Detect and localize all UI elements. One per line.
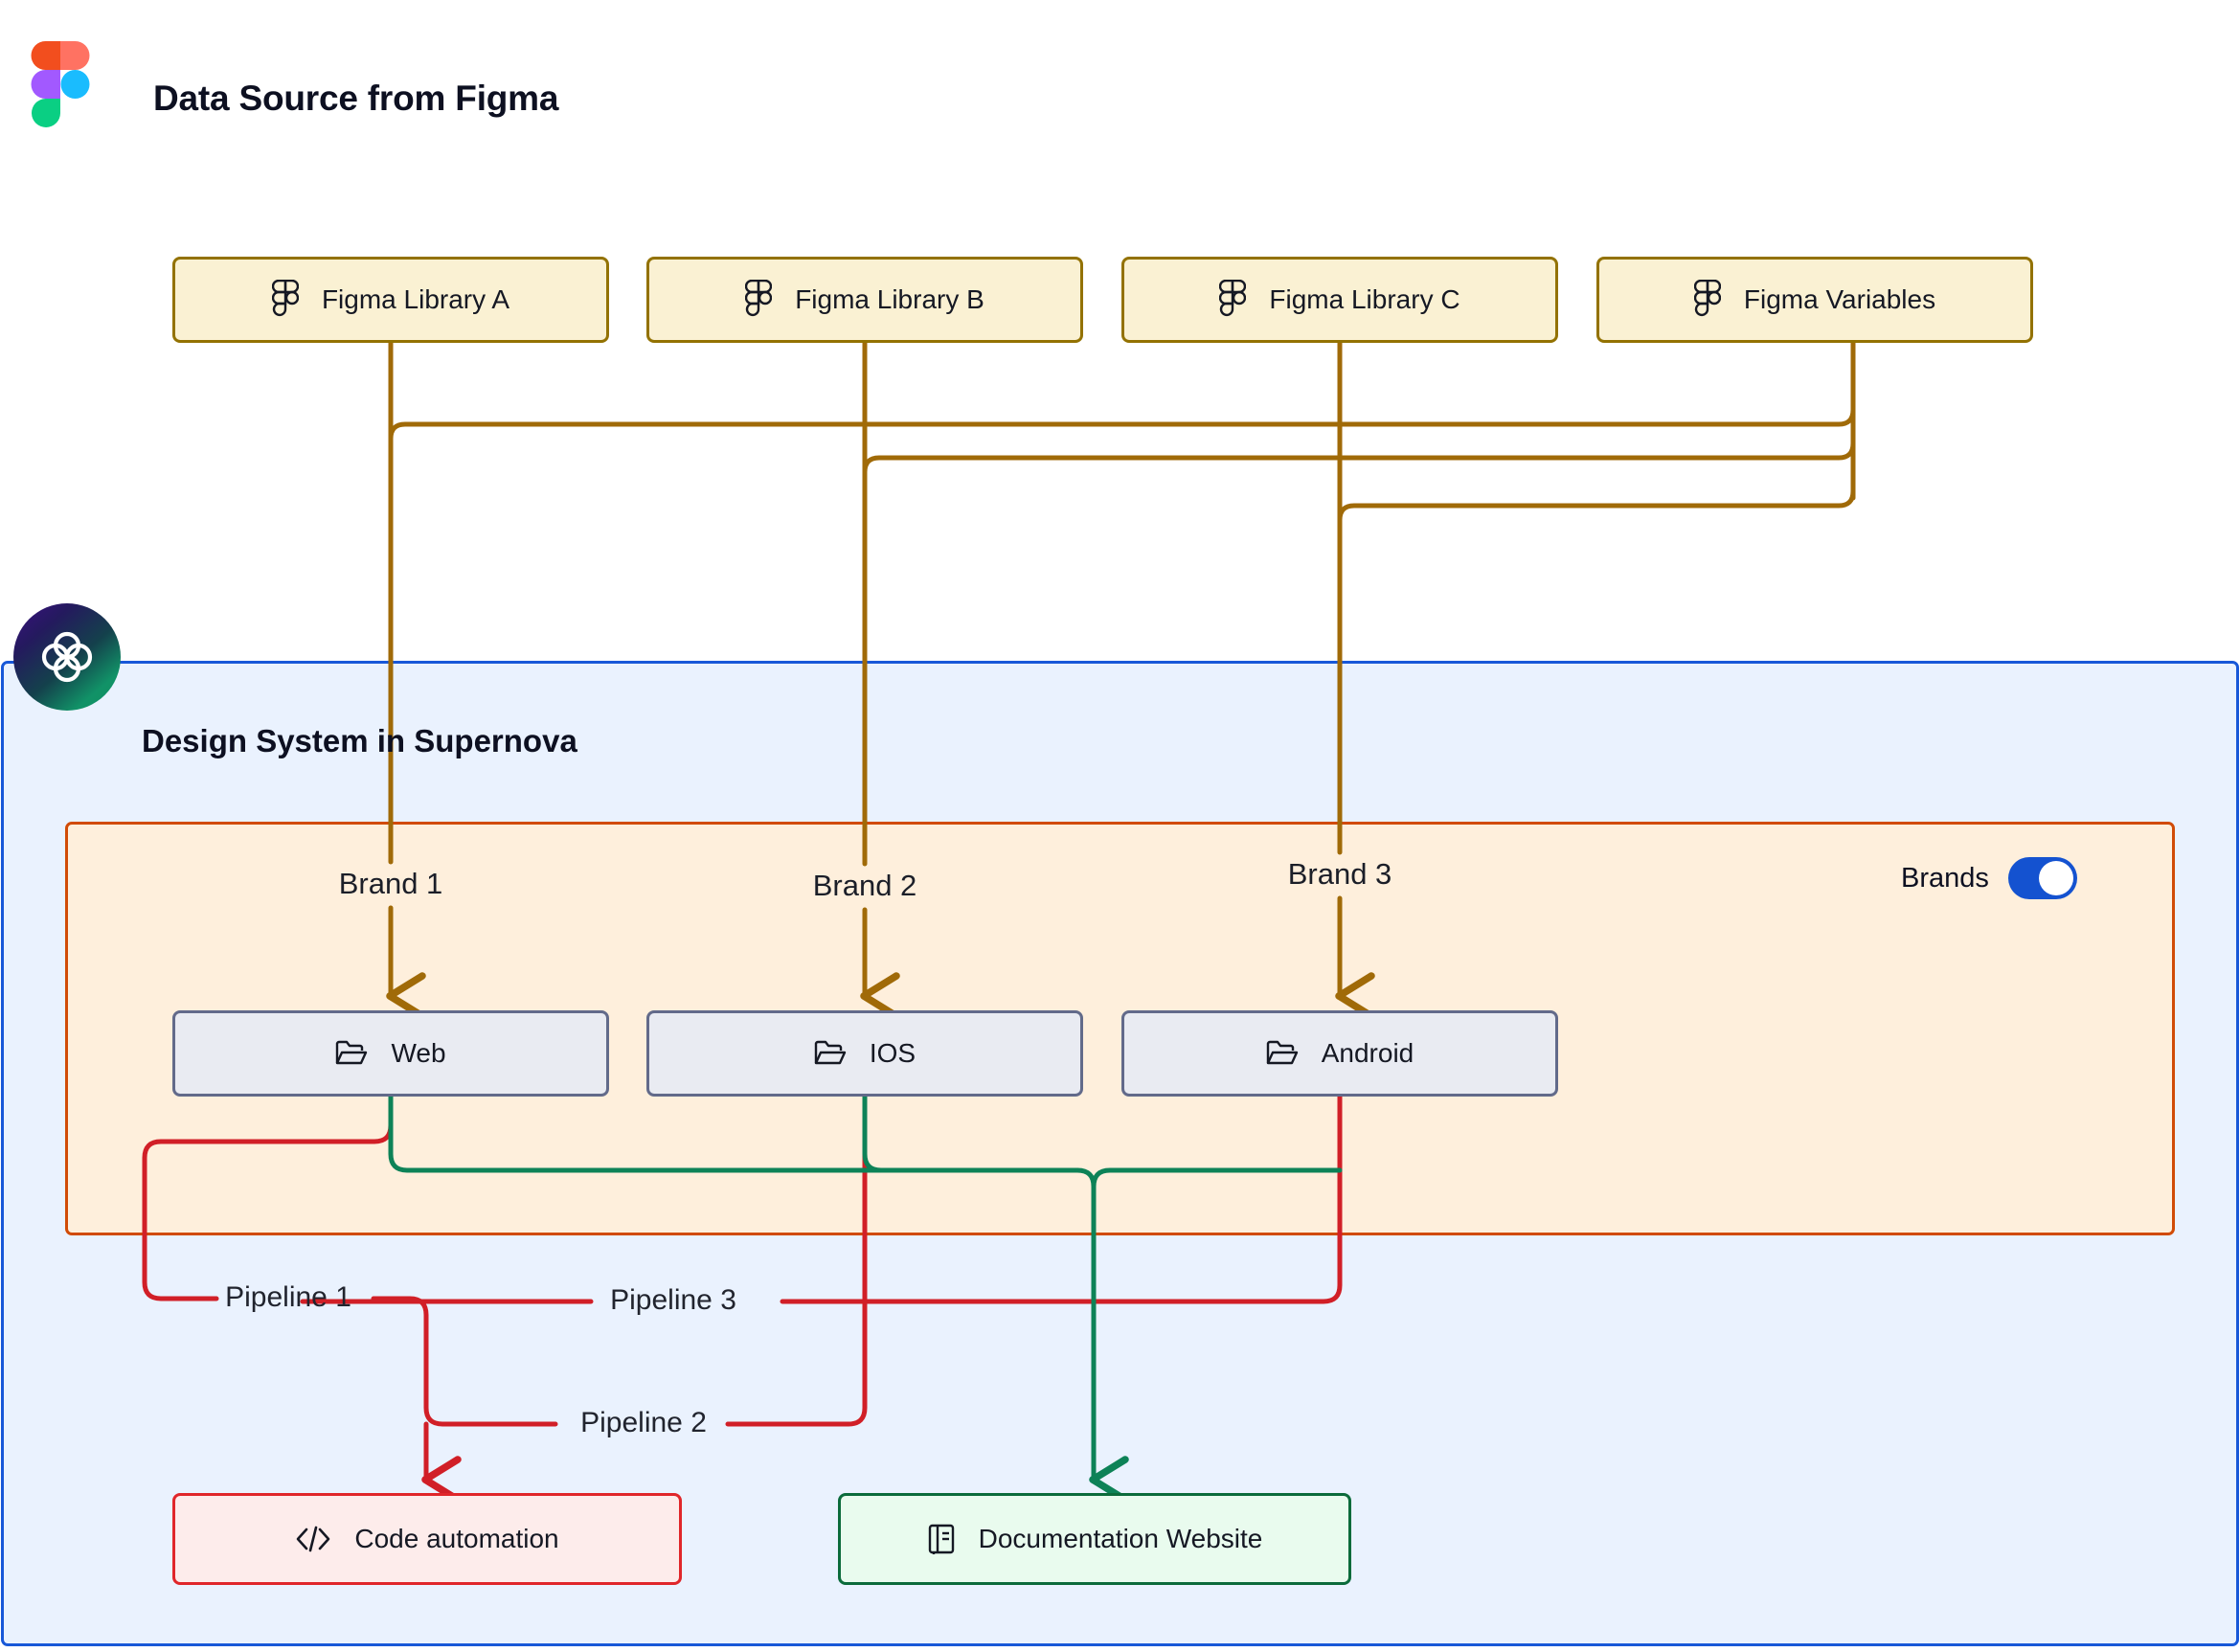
supernova-panel-title: Design System in Supernova xyxy=(142,723,577,758)
node-label: IOS xyxy=(869,1038,916,1068)
brand-3-label: Brand 3 xyxy=(1287,857,1392,891)
figma-library-b-node[interactable]: Figma Library B xyxy=(646,257,1083,343)
figma-variables-node[interactable]: Figma Variables xyxy=(1596,257,2033,343)
node-label: Web xyxy=(391,1038,446,1068)
node-label: Code automation xyxy=(354,1524,559,1553)
node-label: Figma Library B xyxy=(795,284,984,314)
code-brackets-icon xyxy=(295,1526,331,1552)
brands-toggle-label: Brands xyxy=(1901,862,1989,894)
brands-toggle-group[interactable]: Brands xyxy=(1901,857,2077,899)
node-label: Documentation Website xyxy=(978,1524,1263,1553)
brand-1-label: Brand 1 xyxy=(338,867,443,900)
pipeline-2-label: Pipeline 2 xyxy=(580,1407,707,1438)
page-title: Data Source from Figma xyxy=(153,79,559,118)
figma-logo-icon xyxy=(31,41,90,127)
figma-icon xyxy=(1219,280,1247,320)
folder-open-icon xyxy=(1266,1039,1299,1068)
folder-open-icon xyxy=(335,1039,368,1068)
code-automation-node[interactable]: Code automation xyxy=(172,1493,682,1585)
figma-library-c-node[interactable]: Figma Library C xyxy=(1121,257,1558,343)
figma-icon xyxy=(271,280,299,320)
figma-icon xyxy=(1693,280,1721,320)
folder-open-icon xyxy=(814,1039,847,1068)
node-label: Figma Library A xyxy=(321,284,510,314)
toggle-knob xyxy=(2038,861,2073,895)
figma-library-a-node[interactable]: Figma Library A xyxy=(172,257,609,343)
platform-ios-node[interactable]: IOS xyxy=(646,1010,1083,1097)
pipeline-1-label: Pipeline 1 xyxy=(225,1281,351,1313)
brand-2-label: Brand 2 xyxy=(812,869,917,902)
pipeline-3-label: Pipeline 3 xyxy=(610,1284,736,1316)
documentation-website-node[interactable]: Documentation Website xyxy=(838,1493,1351,1585)
node-label: Figma Variables xyxy=(1743,284,1936,314)
node-label: Figma Library C xyxy=(1269,284,1460,314)
platform-android-node[interactable]: Android xyxy=(1121,1010,1558,1097)
figma-icon xyxy=(745,280,773,320)
node-label: Android xyxy=(1321,1038,1414,1068)
supernova-logo-icon xyxy=(13,603,121,711)
book-icon xyxy=(927,1523,956,1555)
brands-toggle[interactable] xyxy=(2007,857,2077,899)
platform-web-node[interactable]: Web xyxy=(172,1010,609,1097)
